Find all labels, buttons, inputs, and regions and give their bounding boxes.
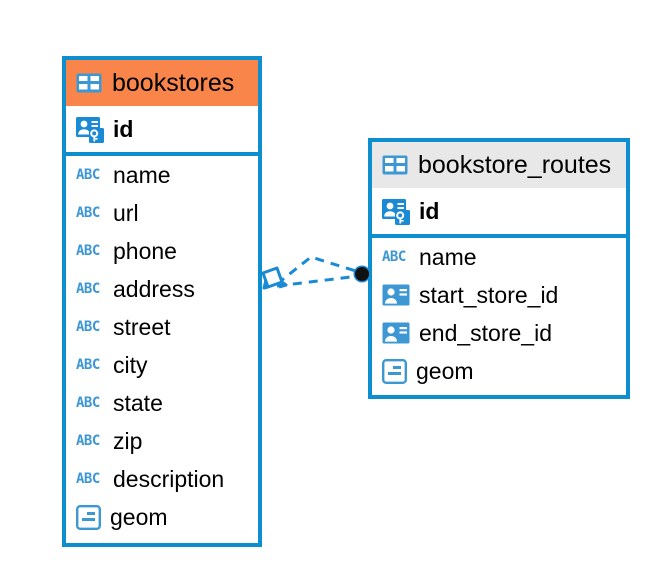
entity-title: bookstores bbox=[112, 68, 235, 97]
field-row-geom[interactable]: geom bbox=[372, 352, 626, 390]
primary-key-icon bbox=[76, 117, 104, 143]
abc-icon: ABC bbox=[76, 281, 100, 297]
field-name: state bbox=[113, 389, 163, 416]
field-row-street[interactable]: ABC street bbox=[66, 308, 258, 346]
foreign-key-icon bbox=[382, 284, 410, 306]
field-name: start_store_id bbox=[419, 281, 559, 308]
relationship-line-lower bbox=[276, 274, 360, 288]
field-row-address[interactable]: ABC address bbox=[66, 270, 258, 308]
field-row-end-store-id[interactable]: end_store_id bbox=[372, 314, 626, 352]
geometry-icon bbox=[382, 358, 407, 384]
entity-header-bookstores[interactable]: bookstores bbox=[66, 60, 258, 106]
field-name: name bbox=[113, 161, 171, 188]
field-row-phone[interactable]: ABC phone bbox=[66, 232, 258, 270]
field-name: zip bbox=[113, 427, 143, 454]
field-name: address bbox=[113, 275, 195, 302]
table-icon bbox=[382, 155, 408, 175]
foreign-key-icon bbox=[382, 322, 410, 344]
primary-key-separator bbox=[66, 152, 258, 156]
entity-table-bookstore-routes[interactable]: bookstore_routes id ABC name bbox=[368, 138, 630, 399]
abc-icon: ABC bbox=[382, 249, 406, 265]
field-row-name[interactable]: ABC name bbox=[66, 156, 258, 194]
field-name: description bbox=[113, 465, 225, 492]
field-name: city bbox=[113, 351, 148, 378]
primary-key-separator bbox=[372, 234, 626, 238]
entity-header-bookstore-routes[interactable]: bookstore_routes bbox=[372, 142, 626, 188]
abc-icon: ABC bbox=[76, 319, 100, 335]
table-icon bbox=[76, 73, 102, 93]
field-name: geom bbox=[110, 503, 168, 530]
abc-icon: ABC bbox=[76, 167, 100, 183]
abc-icon: ABC bbox=[76, 433, 100, 449]
field-row-start-store-id[interactable]: start_store_id bbox=[372, 276, 626, 314]
crows-foot-diamond-marker bbox=[261, 266, 288, 290]
field-row-zip[interactable]: ABC zip bbox=[66, 422, 258, 460]
field-row-id[interactable]: id bbox=[66, 106, 258, 152]
relationship-endpoint-dot bbox=[353, 265, 371, 283]
abc-icon: ABC bbox=[76, 471, 100, 487]
field-name: id bbox=[113, 115, 134, 142]
field-row-name[interactable]: ABC name bbox=[372, 238, 626, 276]
field-name: street bbox=[113, 313, 171, 340]
abc-icon: ABC bbox=[76, 395, 100, 411]
field-name: geom bbox=[416, 357, 474, 384]
relationship-line-upper bbox=[276, 255, 360, 286]
field-name: phone bbox=[113, 237, 177, 264]
geometry-icon bbox=[76, 504, 101, 530]
abc-icon: ABC bbox=[76, 243, 100, 259]
field-name: url bbox=[113, 199, 139, 226]
field-row-city[interactable]: ABC city bbox=[66, 346, 258, 384]
entity-table-bookstores[interactable]: bookstores id ABC name ABC url bbox=[62, 56, 262, 547]
field-name: id bbox=[419, 197, 440, 224]
relationship-connector[interactable] bbox=[255, 240, 385, 320]
field-name: end_store_id bbox=[419, 319, 552, 346]
field-row-url[interactable]: ABC url bbox=[66, 194, 258, 232]
field-row-state[interactable]: ABC state bbox=[66, 384, 258, 422]
field-row-geom[interactable]: geom bbox=[66, 498, 258, 536]
field-row-id[interactable]: id bbox=[372, 188, 626, 234]
abc-icon: ABC bbox=[76, 357, 100, 373]
field-name: name bbox=[419, 243, 477, 270]
field-row-description[interactable]: ABC description bbox=[66, 460, 258, 498]
primary-key-icon bbox=[382, 199, 410, 225]
abc-icon: ABC bbox=[76, 205, 100, 221]
entity-title: bookstore_routes bbox=[418, 150, 612, 179]
